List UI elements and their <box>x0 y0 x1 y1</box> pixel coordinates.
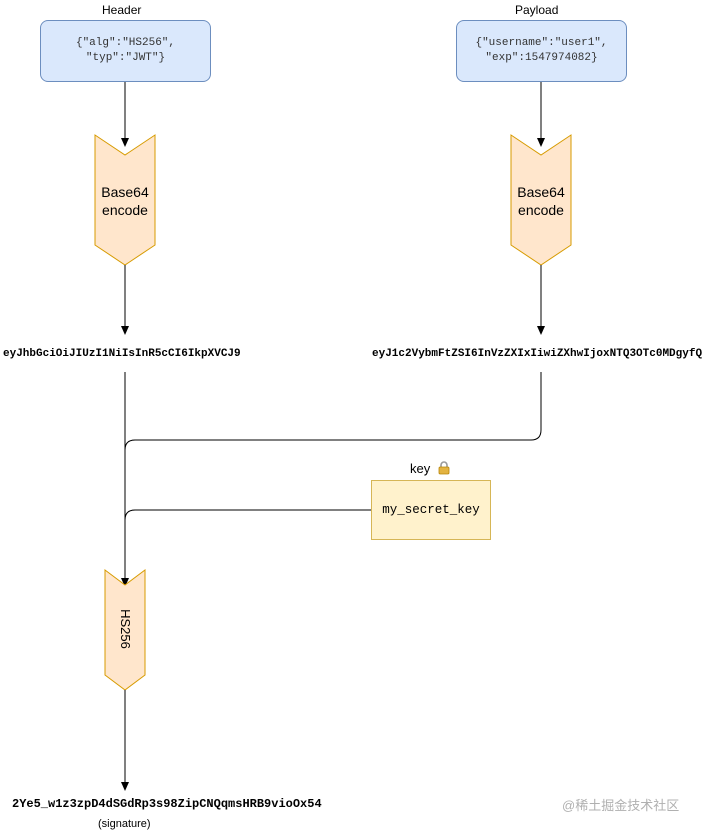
header-json-line2: "typ":"JWT"} <box>85 52 166 64</box>
key-title: key <box>410 461 451 478</box>
signature-caption: (signature) <box>98 818 151 830</box>
payload-json-line1: {"username":"user1", <box>475 37 608 49</box>
base64-encode-right-shape <box>510 134 572 266</box>
base64-encode-left-label: Base64 encode <box>101 184 149 218</box>
header-json-line1: {"alg":"HS256", <box>75 37 176 49</box>
header-json-box: {"alg":"HS256", "typ":"JWT"} <box>40 20 211 82</box>
connector-payload-to-hash <box>124 372 542 451</box>
payload-json-box: {"username":"user1", "exp":1547974082} <box>456 20 627 82</box>
encoded-header-string: eyJhbGciOiJIUzI1NiIsInR5cCI6IkpXVCJ9 <box>3 348 241 360</box>
hs256-shape <box>104 569 146 691</box>
payload-json-line2: "exp":1547974082} <box>485 52 598 64</box>
base64-encode-left-shape <box>94 134 156 266</box>
base64-encode-right-label: Base64 encode <box>517 184 565 218</box>
header-title: Header <box>102 3 142 17</box>
payload-title: Payload <box>515 3 559 17</box>
watermark: @稀土掘金技术社区 <box>562 798 680 813</box>
secret-key-box: my_secret_key <box>371 480 491 540</box>
signature-string: 2Ye5_w1z3zpD4dSGdRp3s98ZipCNQqmsHRB9vioO… <box>12 797 322 811</box>
hs256-label: HS256 <box>118 609 133 649</box>
connector-key-to-hash <box>121 509 371 587</box>
lock-icon <box>437 461 451 478</box>
encoded-payload-string: eyJ1c2VybmFtZSI6InVzZXIxIiwiZXhwIjoxNTQ3… <box>372 348 703 360</box>
